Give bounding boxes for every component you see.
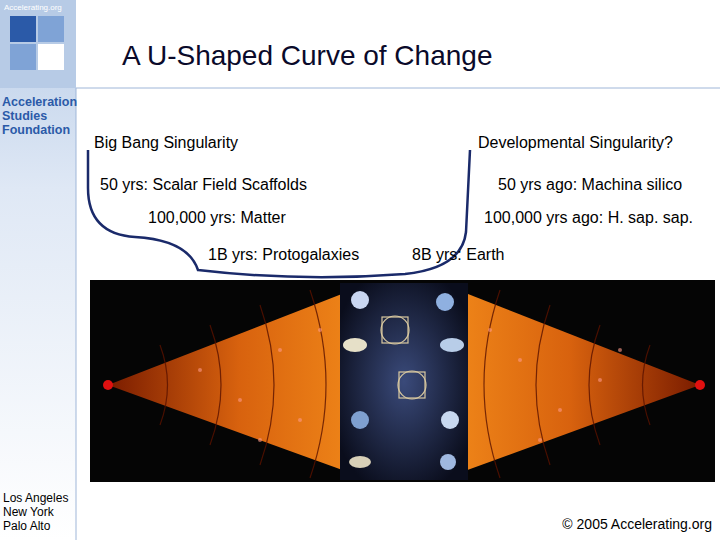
logo-square — [10, 44, 36, 70]
epoch-label: 100,000 yrs: Matter — [148, 209, 286, 227]
right-cone — [440, 283, 700, 480]
site-name: Accelerating.org — [4, 3, 62, 12]
singularity-dot — [695, 380, 705, 390]
singularity-dot — [103, 380, 113, 390]
galaxy-images — [343, 291, 464, 470]
logo-square — [38, 44, 64, 70]
copyright: © 2005 Accelerating.org — [562, 516, 712, 532]
epoch-label: 100,000 yrs ago: H. sap. sap. — [484, 209, 693, 227]
start-label: Big Bang Singularity — [94, 134, 238, 152]
vitruvian-figures — [381, 316, 426, 399]
epoch-label: 50 yrs: Scalar Field Scaffolds — [100, 176, 307, 194]
logo-square — [38, 16, 64, 42]
field-lines — [160, 290, 650, 478]
epoch-label: 1B yrs: Protogalaxies — [208, 246, 359, 264]
epoch-label: 50 yrs ago: Machina silico — [498, 176, 682, 194]
logo-panel — [0, 0, 76, 88]
office-list: Los Angeles New York Palo Alto — [3, 492, 75, 533]
particles — [198, 328, 622, 442]
logo-square — [10, 16, 36, 42]
illustration-ground — [90, 280, 715, 482]
title-rule — [76, 88, 720, 89]
epoch-label: 8B yrs: Earth — [412, 246, 504, 264]
left-cone — [108, 283, 370, 480]
end-label: Developmental Singularity? — [478, 134, 673, 152]
org-name: Acceleration Studies Foundation — [2, 96, 84, 137]
slide-title: A U-Shaped Curve of Change — [122, 40, 492, 72]
sidebar-edge — [76, 88, 77, 540]
central-band — [340, 283, 468, 480]
sidebar — [0, 0, 76, 540]
